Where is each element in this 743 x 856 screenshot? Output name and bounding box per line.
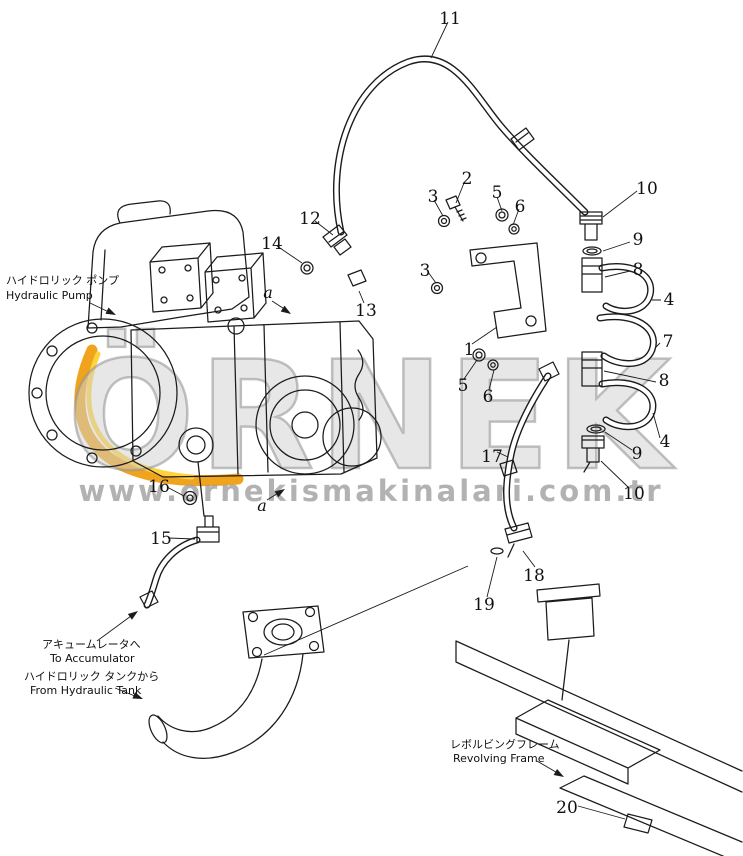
hose-15-core bbox=[144, 537, 200, 608]
callout-17: 17 bbox=[481, 447, 503, 467]
callout-13: 13 bbox=[355, 301, 377, 321]
suction-tube-mouth bbox=[148, 714, 168, 744]
hydraulic-pump-label-en: Hydraulic Pump bbox=[6, 289, 93, 302]
callout-8: 8 bbox=[659, 371, 670, 391]
callout-3: 3 bbox=[428, 187, 439, 207]
fittings bbox=[139, 127, 606, 609]
from-hydraulic-tank-label-jp: ハイドロリック タンクから bbox=[24, 670, 159, 683]
callout-5: 5 bbox=[458, 376, 469, 396]
washers-and-orings bbox=[182, 208, 606, 555]
callout-8: 8 bbox=[633, 260, 644, 280]
watermark-swoosh-accent bbox=[86, 351, 195, 480]
right-fitting-stack bbox=[579, 211, 605, 473]
callout-18: 18 bbox=[523, 566, 545, 586]
callout-9: 9 bbox=[632, 444, 643, 464]
pump-label-arrowhead bbox=[105, 307, 116, 315]
revolving-frame bbox=[455, 583, 743, 856]
tank-arrowhead bbox=[132, 692, 143, 699]
ref-a-bottom-arrowhead bbox=[274, 489, 285, 498]
callout-16: 16 bbox=[148, 477, 170, 497]
pump-flange-and-bolt-holes bbox=[28, 318, 178, 468]
leader-lines bbox=[166, 21, 661, 820]
ref-a-top-arrowhead bbox=[280, 305, 291, 314]
pump-housing-and-body bbox=[87, 200, 378, 517]
ref-letter-a: a bbox=[257, 496, 267, 515]
hoses bbox=[143, 55, 657, 609]
hose-11-core bbox=[334, 56, 588, 235]
callout-7: 7 bbox=[663, 332, 674, 352]
frame-arrowhead bbox=[553, 768, 564, 777]
accumulator-arrow-line bbox=[96, 612, 136, 642]
mounting-bracket bbox=[469, 242, 547, 339]
callout-19: 19 bbox=[473, 595, 495, 615]
callout-1: 1 bbox=[464, 340, 475, 360]
valve-block-bolts bbox=[158, 264, 248, 314]
hose-17-core bbox=[504, 373, 551, 531]
ref-letter-a: a bbox=[263, 283, 273, 302]
callout-3: 3 bbox=[420, 261, 431, 281]
watermark-swoosh bbox=[74, 344, 244, 486]
callout-6: 6 bbox=[483, 387, 494, 407]
callout-15: 15 bbox=[150, 529, 172, 549]
callout-10: 10 bbox=[623, 484, 645, 504]
accumulator-arrowhead bbox=[127, 611, 138, 620]
hydraulic-pump-label-jp: ハイドロリック ポンプ bbox=[6, 274, 119, 287]
callout-6: 6 bbox=[515, 197, 526, 217]
u-hoses-core bbox=[597, 264, 656, 429]
hydraulic-pump-assembly bbox=[28, 200, 382, 517]
from-hydraulic-tank-label-en: From Hydraulic Tank bbox=[30, 684, 142, 697]
callout-4: 4 bbox=[660, 432, 671, 452]
callout-12: 12 bbox=[299, 209, 321, 229]
callout-4: 4 bbox=[664, 290, 675, 310]
inline-fittings bbox=[139, 127, 560, 609]
to-accumulator-label-en: To Accumulator bbox=[49, 652, 135, 665]
text-labels: ハイドロリック ポンプ Hydraulic Pump アキュームレータへ To … bbox=[6, 274, 560, 765]
callout-2: 2 bbox=[462, 169, 473, 189]
callout-14: 14 bbox=[261, 234, 283, 254]
revolving-frame-label-jp: レボルビングフレーム bbox=[450, 737, 560, 751]
to-accumulator-label-jp: アキュームレータへ bbox=[42, 638, 141, 651]
pump-ports-and-circles bbox=[178, 317, 382, 475]
revolving-frame-label-en: Revolving Frame bbox=[453, 752, 545, 765]
callout-9: 9 bbox=[633, 230, 644, 250]
callout-11: 11 bbox=[439, 9, 461, 29]
callout-10: 10 bbox=[636, 179, 658, 199]
suction-flange-and-tube bbox=[157, 605, 325, 759]
callout-5: 5 bbox=[492, 183, 503, 203]
callout-20: 20 bbox=[556, 798, 578, 818]
reference-arrows bbox=[89, 300, 564, 777]
suction-tube-assembly bbox=[148, 605, 325, 759]
frame-structure bbox=[455, 583, 743, 856]
